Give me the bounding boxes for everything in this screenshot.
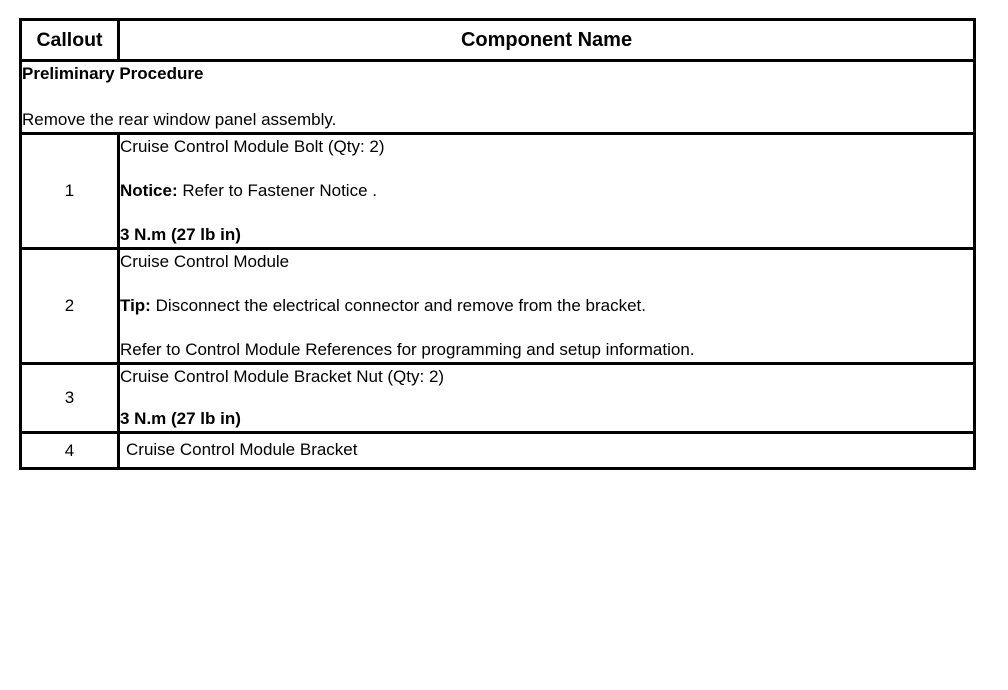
column-header-callout: Callout (19, 18, 120, 62)
preliminary-procedure-cell: Preliminary Procedure Remove the rear wi… (19, 59, 976, 135)
callout-number-4: 4 (19, 431, 120, 470)
component-part-name: Cruise Control Module Bracket (126, 440, 358, 459)
preliminary-procedure-row: Preliminary Procedure Remove the rear wi… (19, 59, 976, 135)
table-row: 4 Cruise Control Module Bracket (19, 431, 976, 470)
callout-number-2: 2 (19, 247, 120, 365)
tip-text: Disconnect the electrical connector and … (150, 296, 646, 315)
spacer (120, 389, 973, 407)
spacer (120, 203, 973, 223)
table-row: 2 Cruise Control Module Tip: Disconnect … (19, 247, 976, 365)
preliminary-procedure-text: Remove the rear window panel assembly. (22, 110, 337, 129)
notice-text: Refer to Fastener Notice . (177, 181, 377, 200)
reference-note: Refer to Control Module References for p… (120, 340, 695, 359)
component-part-name: Cruise Control Module Bolt (Qty: 2) (120, 137, 385, 156)
spacer (22, 86, 973, 108)
table-header-row: Callout Component Name (19, 18, 976, 62)
component-description-3: Cruise Control Module Bracket Nut (Qty: … (117, 362, 976, 434)
spacer (120, 318, 973, 338)
callout-number-1: 1 (19, 132, 120, 250)
tip-label: Tip: (120, 296, 151, 315)
component-description-1: Cruise Control Module Bolt (Qty: 2) Noti… (117, 132, 976, 250)
spacer (120, 159, 973, 179)
component-description-2: Cruise Control Module Tip: Disconnect th… (117, 247, 976, 365)
callout-number-3: 3 (19, 362, 120, 434)
component-part-name: Cruise Control Module (120, 252, 290, 271)
column-header-component-name: Component Name (117, 18, 976, 62)
table-row: 1 Cruise Control Module Bolt (Qty: 2) No… (19, 132, 976, 250)
component-table: Callout Component Name Preliminary Proce… (19, 18, 976, 470)
spacer (120, 274, 973, 294)
table-row: 3 Cruise Control Module Bracket Nut (Qty… (19, 362, 976, 434)
torque-spec: 3 N.m (27 lb in) (120, 409, 241, 428)
notice-label: Notice: (120, 181, 178, 200)
component-description-4: Cruise Control Module Bracket (117, 431, 976, 470)
component-part-name: Cruise Control Module Bracket Nut (Qty: … (120, 367, 445, 386)
torque-spec: 3 N.m (27 lb in) (120, 225, 241, 244)
tip-line: Tip: Disconnect the electrical connector… (120, 294, 973, 318)
preliminary-procedure-title: Preliminary Procedure (22, 64, 204, 83)
notice-line: Notice: Refer to Fastener Notice . (120, 179, 973, 203)
